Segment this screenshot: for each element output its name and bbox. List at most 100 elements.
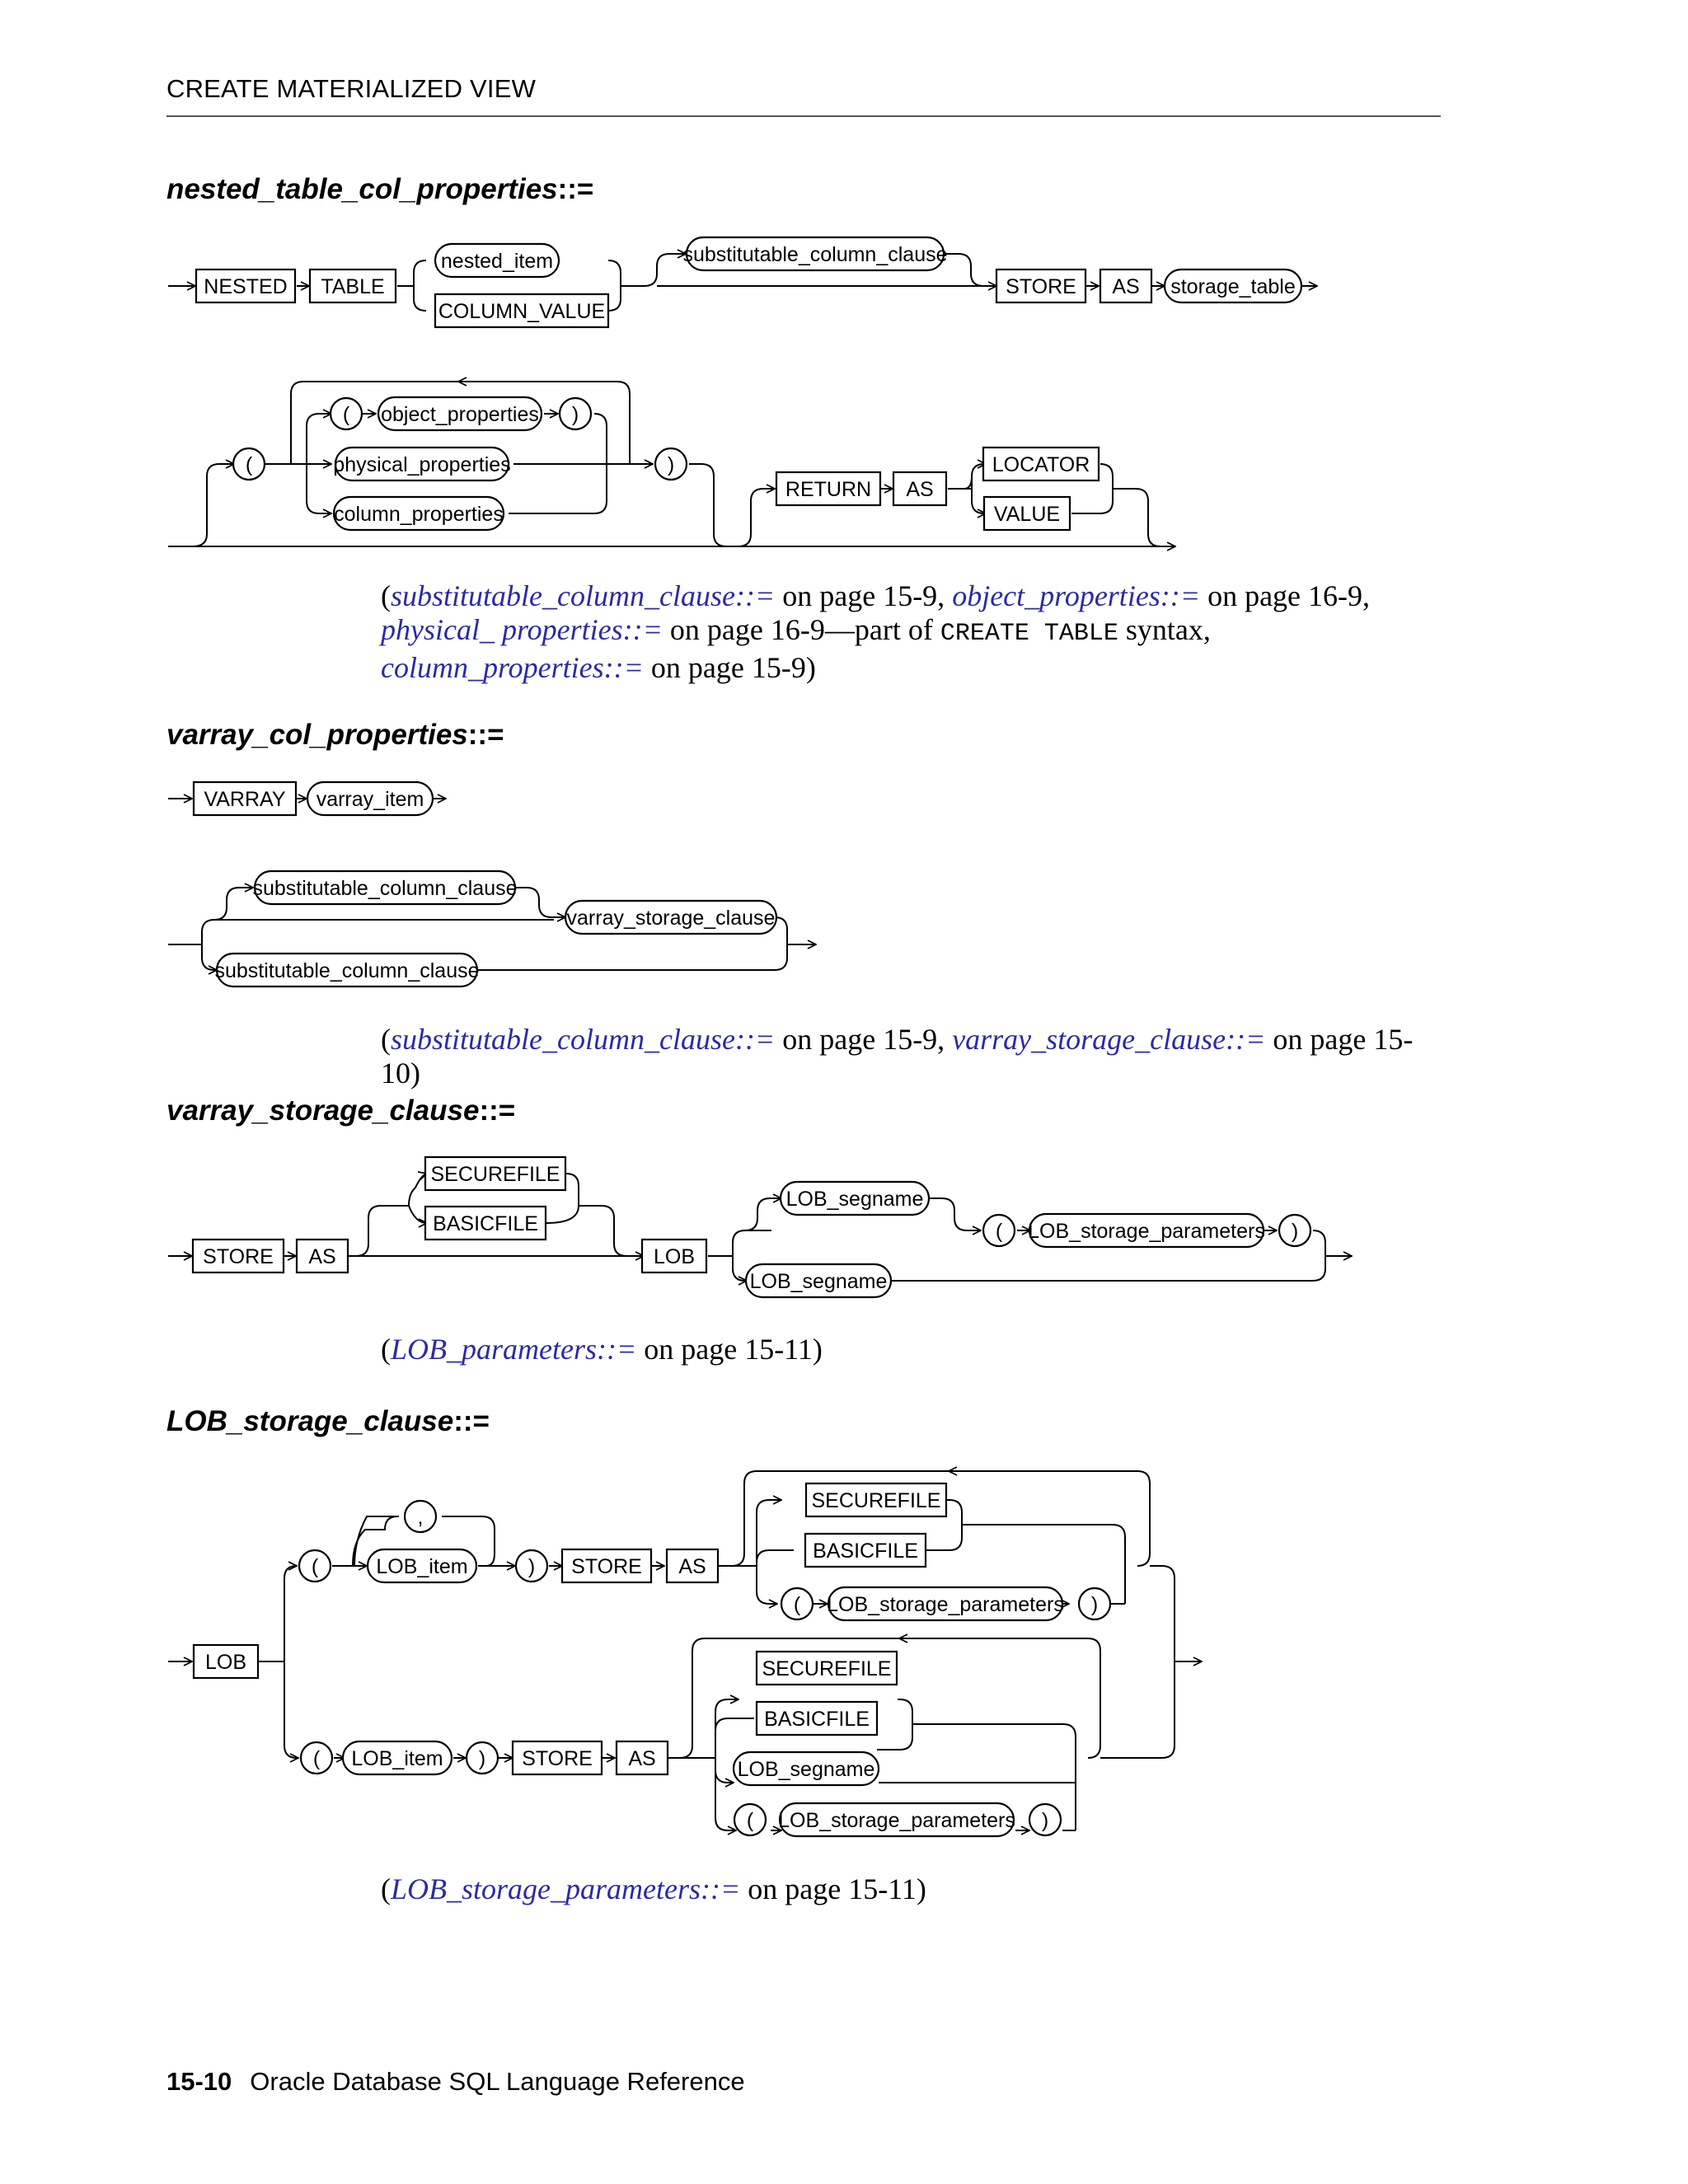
keyword-return: RETURN <box>775 471 882 507</box>
keyword-store: STORE <box>511 1740 603 1776</box>
link-physical-properties[interactable]: physical_ properties::= <box>381 613 663 646</box>
keyword-column-value: COLUMN_VALUE <box>434 293 610 329</box>
nonterminal-lob-item: LOB_item <box>341 1740 453 1776</box>
symbol-paren: ( <box>982 1213 1016 1248</box>
token-label: ( <box>313 1747 321 1770</box>
token-label: ( <box>312 1555 319 1578</box>
xref-nested-table: (substitutable_column_clause::= on page … <box>381 579 1371 684</box>
token-label: object_properties <box>381 403 539 426</box>
keyword-store: STORE <box>560 1548 653 1584</box>
token-label: ) <box>572 403 579 426</box>
symbol-paren: ) <box>465 1741 499 1775</box>
token-label: BASICFILE <box>764 1708 870 1731</box>
link-object-properties[interactable]: object_properties::= <box>952 579 1201 612</box>
symbol-paren: ) <box>654 447 688 481</box>
link-lob-parameters[interactable]: LOB_parameters::= <box>391 1333 637 1366</box>
keyword-basicfile: BASICFILE <box>424 1205 547 1241</box>
token-label: substitutable_column_clause <box>252 877 517 900</box>
link-varray-storage-clause[interactable]: varray_storage_clause::= <box>952 1023 1266 1056</box>
token-label: COLUMN_VALUE <box>438 300 605 323</box>
keyword-as: AS <box>1099 268 1153 304</box>
token-label: LOB_storage_parameters <box>1028 1220 1265 1243</box>
keyword-securefile: SECUREFILE <box>804 1482 948 1518</box>
token-label: LOB_item <box>351 1747 443 1770</box>
symbol-paren: ( <box>733 1802 767 1837</box>
token-label: SECUREFILE <box>762 1657 892 1680</box>
symbol-paren: ( <box>232 447 266 481</box>
token-label: STORE <box>571 1555 642 1578</box>
token-label: AS <box>628 1747 655 1770</box>
keyword-lob: LOB <box>192 1643 260 1680</box>
link-lob-storage-parameters[interactable]: LOB_storage_parameters::= <box>391 1872 741 1905</box>
nonterminal-substitutable-column-clause: substitutable_column_clause <box>682 236 948 272</box>
xref-varray-col: (substitutable_column_clause::= on page … <box>381 1023 1414 1090</box>
token-label: ) <box>1091 1593 1098 1616</box>
token-label: nested_item <box>441 250 553 273</box>
symbol-paren: , <box>403 1499 438 1534</box>
token-label: BASICFILE <box>433 1212 538 1235</box>
keyword-nested: NESTED <box>195 268 297 304</box>
heading-lob-storage-clause: LOB_storage_clause::= <box>166 1405 490 1437</box>
symbol-paren: ( <box>780 1586 814 1621</box>
keyword-store: STORE <box>995 268 1087 304</box>
token-label: ) <box>528 1555 535 1578</box>
token-label: BASICFILE <box>813 1540 918 1563</box>
token-label: ) <box>1042 1809 1048 1832</box>
token-label: ) <box>668 453 674 476</box>
token-label: VARRAY <box>204 788 285 811</box>
token-label: RETURN <box>785 478 871 501</box>
token-label: SECUREFILE <box>812 1489 941 1512</box>
symbol-paren: ( <box>299 1741 334 1775</box>
heading-nested-table-col-properties: nested_table_col_properties::= <box>166 173 594 205</box>
token-label: ) <box>1292 1220 1298 1243</box>
symbol-paren: ( <box>329 396 363 431</box>
nonterminal-lob-storage-parameters: LOB_storage_parameters <box>827 1586 1064 1622</box>
token-label: TABLE <box>321 275 384 298</box>
nonterminal-lob-segname: LOB_segname <box>779 1180 931 1216</box>
heading-varray-storage-clause: varray_storage_clause::= <box>166 1094 516 1127</box>
symbol-paren: ) <box>1278 1213 1312 1248</box>
keyword-value: VALUE <box>982 495 1071 532</box>
keyword-locator: LOCATOR <box>982 446 1100 482</box>
link-substitutable-column-clause[interactable]: substitutable_column_clause::= <box>391 579 776 612</box>
keyword-securefile: SECUREFILE <box>755 1650 898 1686</box>
diagram-nested-table-col-properties <box>168 254 1317 546</box>
token-label: ) <box>479 1747 485 1770</box>
token-label: LOB <box>205 1651 246 1674</box>
diagram-varray-col-properties <box>168 799 816 970</box>
token-label: AS <box>1112 275 1139 298</box>
token-label: SECUREFILE <box>431 1163 560 1186</box>
token-label: AS <box>308 1245 335 1268</box>
nonterminal-varray-item: varray_item <box>306 780 434 817</box>
keyword-table: TABLE <box>308 268 397 304</box>
xref-varray-storage: (LOB_parameters::= on page 15-11) <box>381 1333 823 1366</box>
token-label: physical_properties <box>333 453 510 476</box>
keyword-as: AS <box>615 1740 669 1776</box>
token-label: AS <box>678 1555 706 1578</box>
token-label: LOB_storage_parameters <box>827 1593 1064 1616</box>
token-label: LOB_segname <box>750 1270 888 1293</box>
token-label: LOB_segname <box>786 1188 924 1211</box>
nonterminal-nested-item: nested_item <box>434 242 560 279</box>
token-label: substitutable_column_clause <box>214 959 479 982</box>
token-label: varray_item <box>316 788 424 811</box>
keyword-as: AS <box>295 1238 349 1274</box>
nonterminal-lob-item: LOB_item <box>366 1548 478 1584</box>
token-label: storage_table <box>1170 275 1296 298</box>
keyword-store: STORE <box>191 1238 285 1274</box>
xref-lob-storage: (LOB_storage_parameters::= on page 15-11… <box>381 1872 926 1905</box>
nonterminal-substitutable-column-clause: substitutable_column_clause <box>252 869 518 906</box>
nonterminal-physical-properties: physical_properties <box>333 446 511 482</box>
token-label: LOCATOR <box>992 453 1090 476</box>
token-label: LOB_item <box>376 1555 467 1578</box>
link-column-properties[interactable]: column_properties::= <box>381 651 644 684</box>
token-label: LOB <box>654 1245 695 1268</box>
keyword-basicfile: BASICFILE <box>804 1532 927 1568</box>
link-substitutable-column-clause[interactable]: substitutable_column_clause::= <box>391 1023 776 1056</box>
token-label: varray_storage_clause <box>567 907 776 930</box>
token-label: ( <box>747 1809 754 1832</box>
